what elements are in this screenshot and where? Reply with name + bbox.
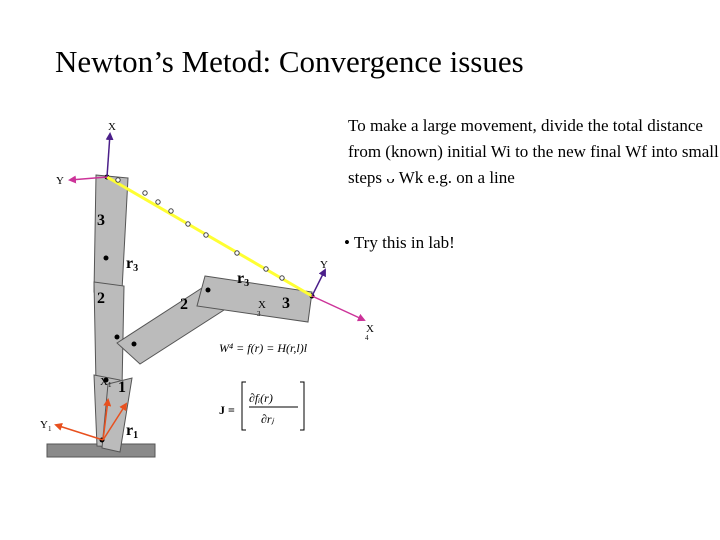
joint-dot xyxy=(103,255,109,261)
step-markers xyxy=(115,177,285,281)
joint-label-2-right: 2 xyxy=(180,296,188,313)
jacobian-lhs: J = xyxy=(219,403,235,417)
description-after: Wk e.g. on a line xyxy=(394,168,515,187)
description-before: To make a large movement, divide the tot… xyxy=(348,116,719,187)
step-marker xyxy=(168,208,174,214)
joint-label-3-right: 3 xyxy=(282,295,290,312)
joint-label-3: 3 xyxy=(97,212,105,229)
joint-dot xyxy=(103,377,109,383)
step-marker xyxy=(142,190,148,196)
base-frame-x-axis xyxy=(102,398,112,441)
joint-label-2-left: 2 xyxy=(97,290,105,307)
base-frame-x-label: X xyxy=(100,376,108,388)
end-frame-x-label: X xyxy=(366,323,374,335)
link-label-r3-right: r3 xyxy=(237,270,249,289)
joint-dot xyxy=(205,287,211,293)
link-label-r1: r1 xyxy=(126,422,138,441)
top-frame-y-label: Y xyxy=(56,175,64,187)
arm-link-upper-vertical xyxy=(93,174,129,293)
kinematics-equation: W⁴ = f(r) = H(r,l)l xyxy=(219,341,308,355)
jacobian-bracket-left xyxy=(241,381,246,431)
x3-label: X xyxy=(258,299,266,311)
path-line xyxy=(106,175,313,298)
slide-title: Newton’s Metod: Convergence issues xyxy=(55,44,524,79)
base-frame-y-sub: 1 xyxy=(48,425,52,433)
base-frame-z-axis xyxy=(54,423,104,441)
end-frame-x-sub: 4 xyxy=(365,334,369,342)
base-frame-y-axis xyxy=(102,402,128,441)
joint-dot xyxy=(114,334,120,340)
jacobian-denominator: ∂rⱼ xyxy=(261,412,275,426)
joint-label-1: 1 xyxy=(118,379,126,396)
step-marker xyxy=(279,275,285,281)
joint-dot xyxy=(131,341,137,347)
x3-sub: 3 xyxy=(257,310,261,318)
step-marker xyxy=(203,232,209,238)
end-frame-y-label: Y xyxy=(320,259,328,271)
top-frame-y-axis xyxy=(68,175,108,184)
arm-link-horizontal xyxy=(196,275,313,323)
base-frame-y-label: Y xyxy=(40,419,48,431)
step-marker xyxy=(155,199,161,205)
step-marker xyxy=(263,266,269,272)
jacobian-bracket-right xyxy=(300,381,305,431)
step-marker xyxy=(185,221,191,227)
small-step-symbol: ᴗ xyxy=(386,168,395,187)
link-label-r3-left: r3 xyxy=(126,255,138,274)
step-marker xyxy=(115,177,121,183)
description-text: To make a large movement, divide the tot… xyxy=(348,113,720,191)
end-frame-x-axis xyxy=(311,295,366,322)
jacobian-numerator: ∂fᵢ(r) xyxy=(249,391,273,405)
step-marker xyxy=(234,250,240,256)
end-frame-y-axis xyxy=(311,268,326,297)
top-frame-x-axis xyxy=(105,132,114,178)
top-frame-x-label: X xyxy=(108,121,116,133)
bullet-text: • Try this in lab! xyxy=(344,233,455,252)
base-frame-x-sub: 1 xyxy=(108,381,112,389)
